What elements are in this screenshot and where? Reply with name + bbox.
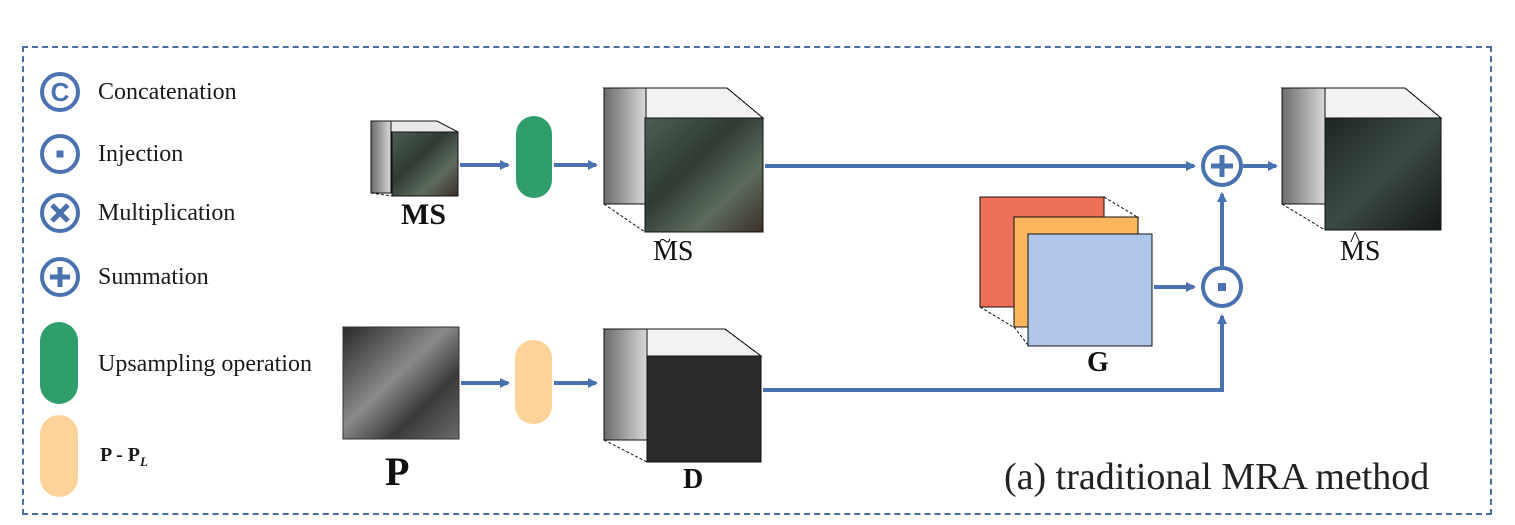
summation-icon: [40, 257, 80, 297]
ms-upsampled-label: ~ MS: [653, 228, 694, 267]
legend-p-minus-pl: P - PL: [40, 415, 148, 499]
injection-label: Injection: [98, 140, 184, 167]
multiplication-icon: [40, 193, 80, 233]
ms-upsampled-cube: [602, 87, 765, 233]
injection-icon: [40, 134, 80, 174]
summation-label: Summation: [98, 263, 209, 290]
ms-input-cube: [370, 120, 459, 197]
concatenation-label: Concatenation: [98, 78, 237, 105]
pan-label: P: [385, 449, 410, 494]
tilde-accent: ~: [659, 228, 671, 253]
upsampling-block: [516, 116, 552, 198]
concatenation-symbol: C: [51, 77, 70, 107]
pan-image: [342, 326, 460, 440]
legend-multiplication: Multiplication: [38, 191, 235, 235]
hat-accent: ^: [1350, 226, 1361, 251]
p-minus-pl-label: P - PL: [100, 444, 148, 469]
multiplication-label: Multiplication: [98, 199, 236, 226]
gain-label: G: [1087, 347, 1109, 378]
legend-concatenation: C Concatenation: [38, 70, 237, 114]
upsampling-pill-icon: [40, 322, 78, 404]
p-minus-pl-block: [515, 340, 552, 424]
ms-fused-label: ^ MS: [1340, 226, 1381, 267]
ms-input-label: MS: [401, 198, 446, 231]
injection-operator: [1201, 266, 1243, 308]
concatenation-icon: C: [40, 72, 80, 112]
ms-fused-cube: [1280, 87, 1443, 231]
legend-upsampling: Upsampling operation: [40, 322, 312, 406]
legend-summation: Summation: [38, 255, 209, 299]
detail-label: D: [683, 464, 704, 495]
diagram-caption: (a) traditional MRA method: [1004, 456, 1430, 498]
gain-cube: [979, 196, 1153, 347]
upsampling-label: Upsampling operation: [98, 350, 312, 377]
detail-cube: [602, 328, 763, 463]
diagram-frame: [22, 46, 1492, 515]
pl-pill-icon: [40, 415, 78, 497]
summation-operator: [1201, 145, 1243, 187]
legend-injection: Injection: [38, 132, 183, 176]
